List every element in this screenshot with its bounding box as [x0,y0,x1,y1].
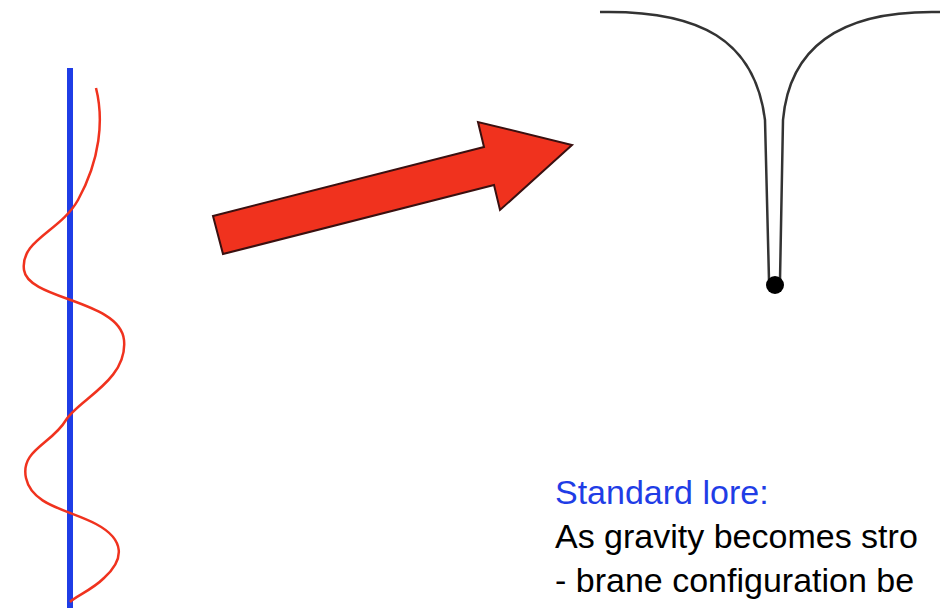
note-label: As gravity becomes stro [555,514,918,558]
note-label: - brane configuration be [555,558,918,602]
text-block: Standard lore:As gravity becomes stro- b… [555,470,918,602]
wave [24,88,125,602]
transition-arrow [213,122,572,254]
singularity-dot [766,276,784,294]
brane-line [67,68,73,608]
funnel-left [600,12,769,280]
funnel-right [780,12,940,280]
heading-label: Standard lore: [555,470,918,514]
